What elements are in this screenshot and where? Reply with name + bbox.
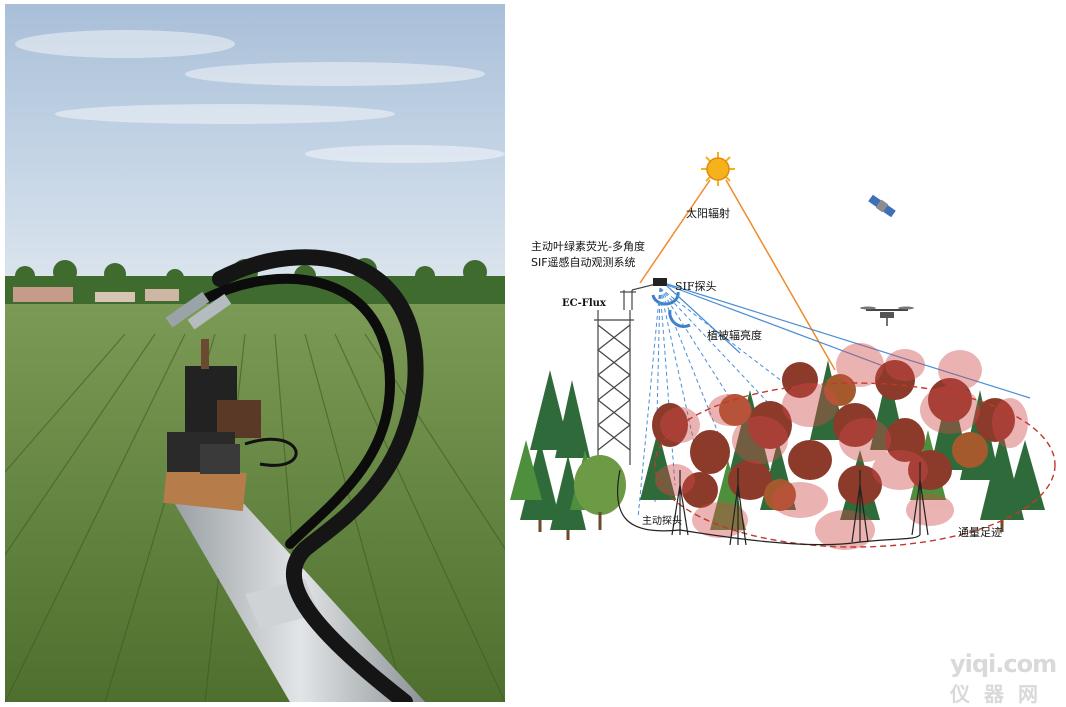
satellite-icon	[868, 194, 896, 218]
watermark: yiqi.com 仪器网	[948, 648, 1066, 706]
drone-icon	[860, 306, 914, 326]
sun-icon	[701, 152, 735, 186]
active-probes	[616, 462, 929, 546]
flux-tower	[594, 282, 661, 465]
sif-probe-label: SIF探头	[675, 280, 717, 293]
flux-footprint-label: 通量足迹	[958, 526, 1002, 539]
wooden-plate	[163, 464, 247, 512]
fiber-probe-heads	[165, 291, 232, 369]
clouds	[15, 30, 505, 163]
signal-cable	[244, 437, 298, 467]
sif-system-diagram	[510, 152, 1056, 550]
system-name-line2: SIF遥感自动观测系统	[531, 256, 636, 269]
sif-probe-head	[653, 278, 667, 286]
field-photo	[5, 4, 505, 702]
view-lines-solid	[666, 283, 1031, 399]
cable-loop	[212, 249, 424, 702]
cable-inner	[200, 273, 396, 549]
wheat-field	[5, 304, 505, 702]
ec-flux-label: EC-Flux	[562, 298, 606, 309]
forest	[510, 360, 1045, 540]
watermark-cn: 仪器网	[950, 682, 1052, 706]
sky	[5, 4, 505, 304]
active-probe-label: 主动探头	[642, 516, 682, 527]
sensor-housing	[167, 366, 261, 474]
system-name-line1: 主动叶绿素荧光-多角度	[531, 240, 645, 253]
footprint-boundary	[654, 382, 1056, 548]
watermark-url: yiqi.com	[950, 650, 1057, 678]
solar-radiation-lines	[639, 179, 836, 371]
vegetation-radiance-label: 植被辐亮度	[707, 329, 762, 342]
solar-radiation-label: 太阳辐射	[686, 207, 730, 220]
footprint-patches	[655, 343, 1028, 550]
